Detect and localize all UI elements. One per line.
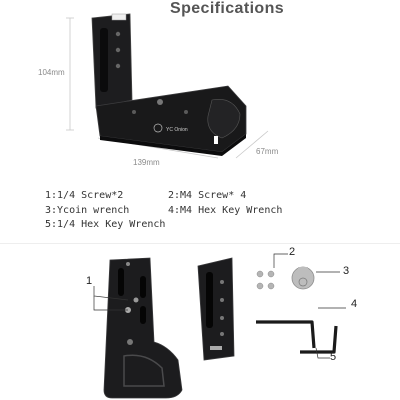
hex-key-wrenches [256, 320, 338, 354]
bubble-level [111, 13, 127, 21]
screw-head [133, 297, 139, 303]
leader-2 [273, 253, 288, 268]
callout-number: 3 [343, 265, 350, 277]
vertical-slot [100, 28, 108, 92]
l-bracket-assembled: YC Onion [91, 13, 247, 156]
mount-hole [115, 31, 121, 37]
base-hole [184, 110, 188, 114]
tripod-screw [157, 99, 163, 105]
base-part-slot [118, 268, 124, 296]
brand-logo-icon [153, 123, 163, 133]
part-list-item: 5:1/4 Hex Key Wrench [45, 219, 166, 230]
vertical-part-hole [220, 280, 224, 284]
depth-dimension-line [235, 130, 269, 159]
ycoin-tab [298, 267, 308, 272]
vertical-part-slot [206, 272, 213, 328]
vertical-part-plate [197, 257, 235, 361]
bracket-base-part [103, 257, 183, 399]
base-hole [132, 110, 136, 114]
part-list-item: 2:M4 Screw* 4 [168, 190, 247, 201]
callout-number: 1 [86, 275, 93, 287]
mount-hole [115, 47, 121, 53]
vertical-part-hole [220, 298, 224, 302]
slot-highlight [214, 136, 218, 144]
m4-screw-icon [267, 270, 275, 278]
m4-screw-icon [256, 270, 264, 278]
quarter-hex-key-icon [300, 325, 338, 354]
m4-screw-icon [267, 282, 275, 290]
callout-number: 4 [351, 298, 358, 310]
part-list-item: 1:1/4 Screw*2 [45, 190, 124, 201]
m4-screw-icon [256, 282, 264, 290]
grip-outline [123, 354, 165, 387]
ycoin-wrench [291, 266, 315, 290]
vertical-part-hole [220, 332, 224, 336]
leader-1b [93, 296, 128, 311]
vertical-part-hole [220, 316, 224, 320]
callout-leaders [93, 253, 346, 359]
part-list-item: 3:Ycoin wrench [45, 205, 130, 216]
width-dimension-label: 139mm [133, 158, 160, 167]
base-part-hole [126, 262, 130, 266]
depth-dimension-label: 67mm [256, 147, 279, 156]
vertical-part-marker [210, 346, 222, 350]
brand-logo-text: YC Onion [166, 127, 188, 133]
ycoin-logo-icon [298, 277, 308, 287]
callout-number: 5 [330, 351, 337, 363]
base-part-hole [127, 339, 133, 345]
m4-screws [256, 270, 275, 290]
page-title: Specifications [170, 0, 285, 17]
mount-hole [115, 63, 121, 69]
part-list-item: 4:M4 Hex Key Wrench [168, 205, 283, 216]
base-part-slot [140, 306, 146, 324]
bracket-vertical-part [197, 257, 235, 361]
section-divider [0, 243, 400, 244]
grip-cutout [207, 99, 241, 139]
callout-number: 2 [289, 246, 296, 258]
base-plate-edge [100, 136, 222, 156]
base-plate-side [222, 134, 246, 156]
m4-hex-key-icon [256, 320, 316, 349]
vertical-plate [91, 13, 133, 109]
base-part-slot [140, 276, 146, 298]
height-dimension-label: 104mm [38, 68, 65, 77]
leader-5 [315, 347, 330, 359]
